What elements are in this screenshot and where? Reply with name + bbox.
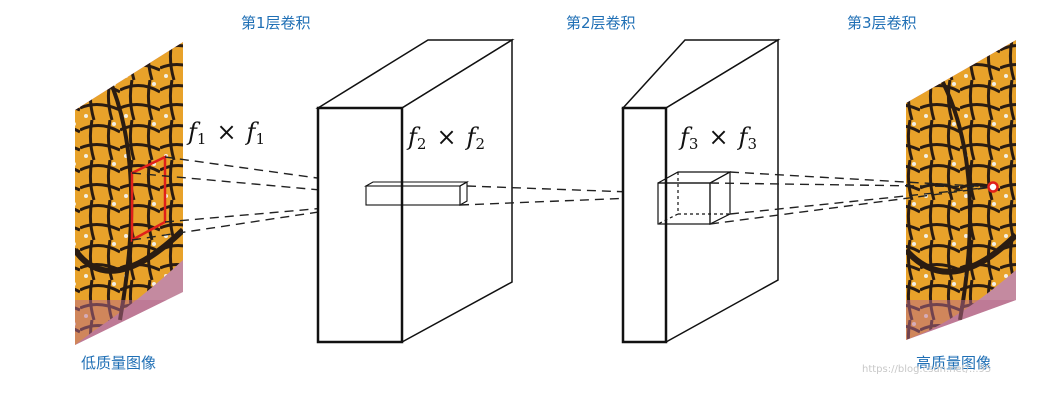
layer3-title: 第3层卷积 <box>847 14 917 32</box>
filter-size-f3: f3×f3 <box>680 123 757 153</box>
projection-lines-3 <box>709 171 994 225</box>
layer1-title: 第1层卷积 <box>241 14 311 32</box>
output-image <box>906 40 1016 340</box>
filter-size-f2: f2×f2 <box>408 123 485 153</box>
input-caption: 低质量图像 <box>81 354 157 372</box>
filter-size-f1: f1×f1 <box>188 118 265 148</box>
layer2-title: 第2层卷积 <box>566 14 636 32</box>
output-caption: 高质量图像 <box>916 354 992 372</box>
watermark: https://blog.csdn.net/...95 <box>862 364 992 375</box>
layer3-block <box>621 38 781 344</box>
layer2-slab <box>363 181 470 206</box>
input-image <box>75 42 183 345</box>
output-pixel <box>987 181 999 193</box>
layer2-block <box>315 38 515 344</box>
